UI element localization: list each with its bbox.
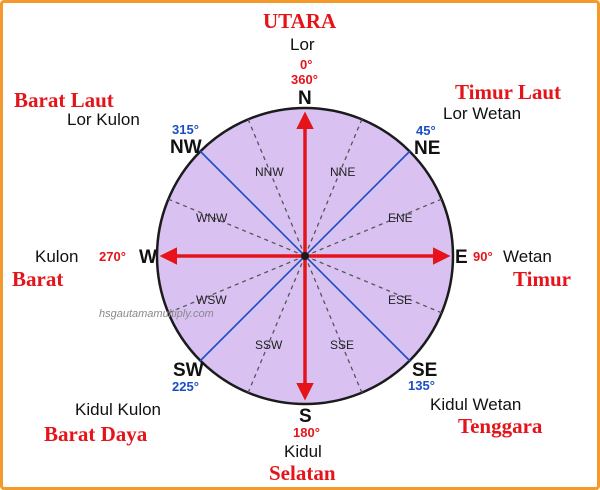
- northwest-abbr: NW: [170, 137, 202, 158]
- southeast-label-id: Tenggara: [458, 414, 543, 438]
- west-abbr: W: [139, 247, 157, 268]
- east-deg: 90°: [473, 249, 493, 264]
- south-label-jv: Kidul: [284, 442, 322, 461]
- north-label-jv: Lor: [290, 35, 315, 54]
- east-abbr: E: [455, 247, 468, 268]
- label-ene: ENE: [388, 211, 413, 225]
- southeast-deg: 135°: [408, 378, 435, 393]
- center-dot: [301, 252, 309, 260]
- southwest-abbr: SW: [173, 360, 204, 381]
- northeast-label-id: Timur Laut: [455, 80, 562, 104]
- label-wsw: WSW: [196, 293, 227, 307]
- south-label-id: Selatan: [269, 461, 336, 485]
- west-label-id: Barat: [12, 267, 64, 291]
- cardinal-arrows: [159, 111, 451, 401]
- compass-rose: [155, 106, 455, 406]
- label-nnw: NNW: [255, 165, 284, 179]
- south-abbr: S: [299, 406, 312, 427]
- label-sse: SSE: [330, 338, 355, 352]
- east-label-jv: Wetan: [503, 247, 552, 266]
- northwest-deg: 315°: [172, 122, 199, 137]
- label-nne: NNE: [330, 165, 356, 179]
- label-wnw: WNW: [196, 211, 228, 225]
- north-abbr: N: [298, 88, 312, 109]
- southwest-deg: 225°: [172, 379, 199, 394]
- north-label-id: UTARA: [263, 9, 337, 33]
- southwest-label-jv: Kidul Kulon: [75, 400, 162, 419]
- west-deg: 270°: [99, 249, 126, 264]
- north-deg-360: 360°: [291, 72, 318, 87]
- watermark-text: hsgautamamultiply.com: [99, 308, 214, 320]
- northwest-label-id: Barat Laut: [14, 88, 114, 112]
- southeast-abbr: SE: [412, 360, 438, 381]
- northeast-abbr: NE: [414, 138, 441, 159]
- label-ssw: SSW: [255, 338, 283, 352]
- northwest-label-jv: Lor Kulon: [67, 110, 140, 129]
- dashed-intermediate-lines: [167, 118, 443, 394]
- southeast-label-jv: Kidul Wetan: [430, 395, 522, 414]
- label-ese: ESE: [388, 293, 413, 307]
- west-label-jv: Kulon: [35, 247, 79, 266]
- south-deg: 180°: [293, 425, 320, 440]
- east-label-id: Timur: [513, 267, 571, 291]
- north-deg-0: 0°: [300, 57, 313, 72]
- southwest-label-id: Barat Daya: [44, 422, 148, 446]
- northeast-label-jv: Lor Wetan: [443, 104, 522, 123]
- northeast-deg: 45°: [416, 123, 436, 138]
